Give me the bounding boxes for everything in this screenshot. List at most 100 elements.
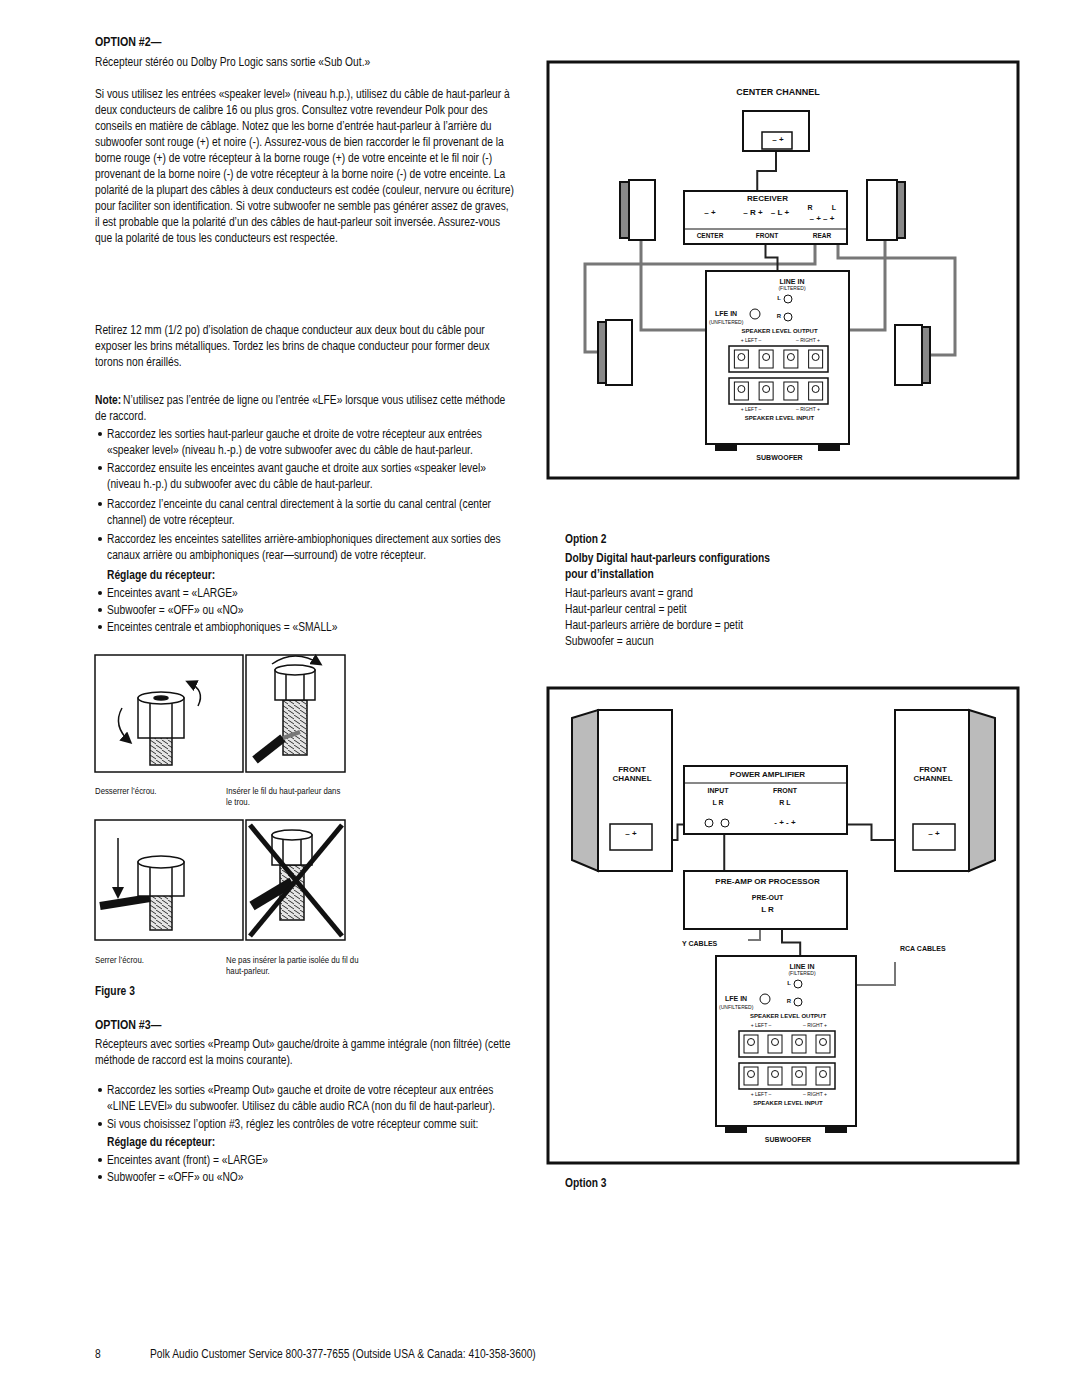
page-text: Polk Audio Customer Service 800-377-7655… xyxy=(150,1346,750,1362)
terminal-plate xyxy=(762,132,792,149)
jack xyxy=(721,819,729,827)
drawing-part xyxy=(250,825,342,936)
terminal-screw xyxy=(820,1039,827,1046)
page-text: Subwoofer = aucun xyxy=(565,633,865,649)
device-text: – RIGHT + xyxy=(784,338,832,344)
device-box: CENTER CHANNEL– + xyxy=(742,110,810,152)
drawing-part xyxy=(188,682,200,706)
bullet-dot xyxy=(98,625,102,629)
terminal-screw xyxy=(763,386,770,393)
device-text: SUBWOOFER xyxy=(707,454,852,462)
bullet-text: Subwoofer = «OFF» ou «NO» xyxy=(107,1169,427,1185)
device-text: – + xyxy=(614,830,648,839)
device-box: LINE IN(FILTERED)LRLFE IN(UNFILTERED)SPE… xyxy=(715,955,857,1127)
device-text: L xyxy=(773,295,785,302)
drawing-part xyxy=(606,320,632,385)
speaker-front xyxy=(598,710,672,871)
device-text: RECEIVER xyxy=(685,195,850,204)
device-text: FRONT CHANNEL xyxy=(903,766,963,784)
drawing-part xyxy=(275,665,315,675)
device-text: – + xyxy=(917,830,951,839)
jack xyxy=(784,313,792,321)
jack xyxy=(794,980,802,988)
bullet-text: Enceintes avant (front) = «LARGE» xyxy=(107,1152,427,1168)
device-text: R xyxy=(783,998,795,1005)
terminal xyxy=(784,350,798,368)
device-text: FRONT xyxy=(760,787,810,795)
terminal xyxy=(809,382,823,400)
page-text: Haut-parleurs avant = grand xyxy=(565,585,865,601)
page-text: RCA CABLES xyxy=(900,945,980,953)
terminal-screw xyxy=(748,1071,755,1078)
device-text: FRONT CHANNEL xyxy=(602,766,662,784)
terminal-screw xyxy=(772,1071,779,1078)
device-text: INPUT xyxy=(693,787,743,795)
drawing-part xyxy=(246,820,345,940)
bullet-text: Subwoofer = «OFF» ou «NO» xyxy=(107,602,407,618)
page-text: Insérer le fil du haut-parleur dans le t… xyxy=(226,785,346,808)
drawing-part xyxy=(246,655,345,772)
cable xyxy=(848,825,895,841)
jack xyxy=(760,994,770,1004)
page-text: Desserrer l’écrou. xyxy=(95,785,220,796)
device-text: + LEFT – xyxy=(739,1023,783,1029)
device-text: + LEFT – xyxy=(729,407,773,413)
device-text: – RIGHT + xyxy=(791,1023,839,1029)
jack xyxy=(750,309,760,319)
drawing-part xyxy=(100,898,150,906)
cable xyxy=(766,245,778,270)
drawing-part xyxy=(118,708,130,742)
terminal-screw xyxy=(812,386,819,393)
drawing-part xyxy=(272,830,312,840)
device-box: FRONT CHANNEL – + xyxy=(895,708,995,873)
device-text: PRE-OUT xyxy=(685,894,850,902)
speaker-side xyxy=(969,710,995,871)
device-box: RECEIVER– +CENTER– R +– L +FRONTRL– + – … xyxy=(683,190,848,245)
bullet-dot xyxy=(98,1122,102,1126)
terminal xyxy=(759,382,773,400)
page-text: 8 xyxy=(95,1346,135,1362)
bullet-text: Raccordez l’enceinte du canal central di… xyxy=(107,496,515,528)
device-text: R xyxy=(803,204,817,212)
bullet-dot xyxy=(98,608,102,612)
drawing-part xyxy=(138,856,184,868)
cable xyxy=(782,930,800,955)
device-text: SPEAKER LEVEL INPUT xyxy=(707,415,852,422)
page-text: Haut-parleurs arrière de bordure = petit xyxy=(565,617,885,633)
drawing-part xyxy=(897,182,905,238)
drawing-part xyxy=(548,62,1018,478)
drawing-part xyxy=(250,825,342,936)
terminal xyxy=(792,1067,806,1085)
drawing-part xyxy=(117,838,119,896)
node-outline xyxy=(744,112,812,154)
terminal-screw xyxy=(738,386,745,393)
device-text: LINE IN xyxy=(762,278,822,286)
diagram-frame xyxy=(548,62,1018,1163)
drawing-part xyxy=(895,325,922,385)
terminal xyxy=(744,1067,758,1085)
terminal-plate xyxy=(913,824,955,850)
page-text: Y CABLES xyxy=(682,940,742,948)
page-text: Récepteurs avec sorties «Preamp Out» gau… xyxy=(95,1036,515,1068)
device-text: + LEFT – xyxy=(729,338,773,344)
node-outline xyxy=(895,708,995,873)
foot xyxy=(725,1127,747,1133)
drawing-part xyxy=(95,820,243,940)
terminal-figure xyxy=(95,655,345,940)
device-text: (UNFILTERED) xyxy=(719,1005,761,1011)
device-text: – + xyxy=(693,209,727,218)
bullet-text: Enceintes centrale et ambiophoniques = «… xyxy=(107,619,487,635)
drawing-part xyxy=(850,240,885,330)
foot xyxy=(825,1127,847,1133)
device-text: SPEAKER LEVEL OUTPUT xyxy=(707,328,852,335)
terminal-screw xyxy=(748,1039,755,1046)
foot xyxy=(715,445,737,451)
device-text: CENTER CHANNEL xyxy=(704,88,852,98)
bullet-text: Raccordez les enceintes satellites arriè… xyxy=(107,531,515,563)
drawing-part xyxy=(150,735,172,765)
device-text: L R xyxy=(685,906,850,915)
drawing-part xyxy=(154,696,168,700)
terminal xyxy=(768,1067,782,1085)
device-text: R L xyxy=(760,799,810,807)
device-text: L R xyxy=(693,799,743,807)
